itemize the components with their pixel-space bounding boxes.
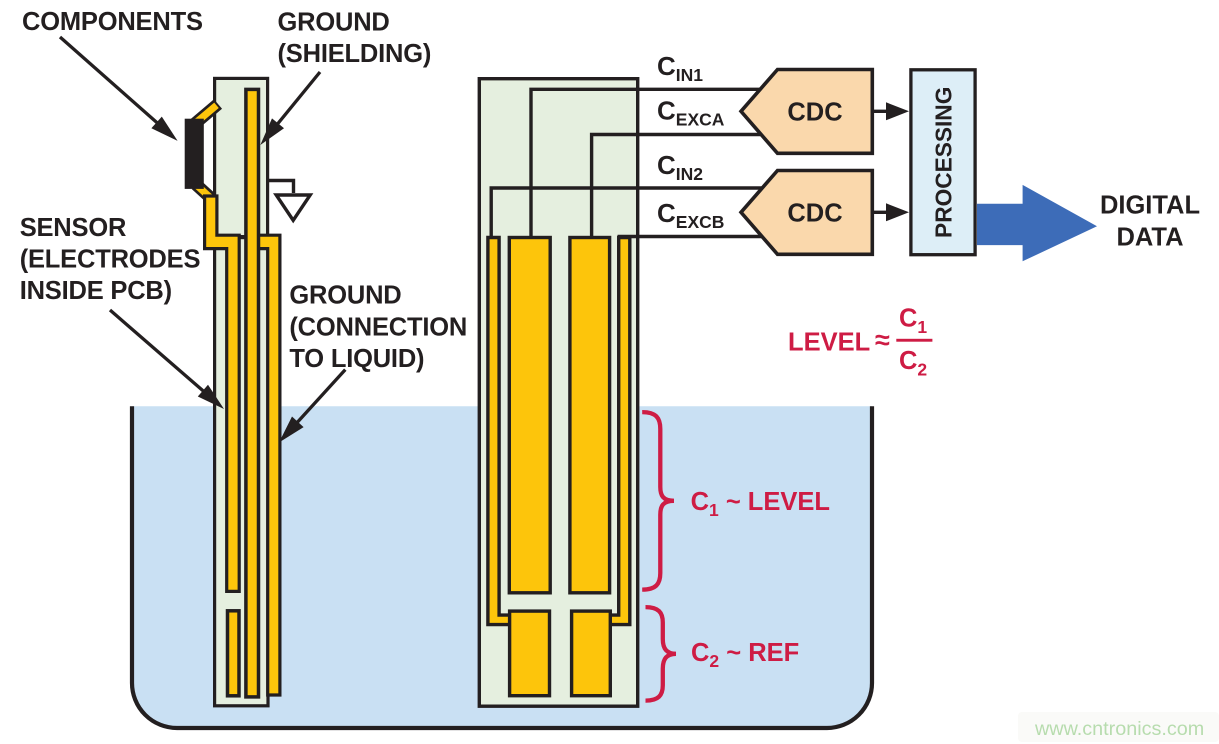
svg-text:INSIDE PCB): INSIDE PCB) [20, 277, 172, 305]
svg-text:DATA: DATA [1116, 224, 1183, 252]
svg-text:LEVEL: LEVEL [788, 328, 870, 356]
svg-text:C2 ~ REF: C2 ~ REF [691, 639, 799, 671]
svg-text:≈: ≈ [875, 325, 890, 355]
svg-text:CDC: CDC [787, 200, 842, 228]
svg-text:TO LIQUID): TO LIQUID) [289, 345, 424, 373]
svg-text:GROUND: GROUND [289, 282, 401, 310]
svg-text:(ELECTRODES: (ELECTRODES [20, 246, 201, 274]
svg-text:(CONNECTION: (CONNECTION [289, 313, 467, 341]
svg-text:GROUND: GROUND [278, 8, 390, 36]
svg-text:www.cntronics.com: www.cntronics.com [1034, 718, 1204, 740]
svg-text:COMPONENTS: COMPONENTS [22, 8, 203, 36]
svg-text:SENSOR: SENSOR [20, 214, 127, 242]
svg-text:DIGITAL: DIGITAL [1100, 192, 1200, 220]
svg-text:(SHIELDING): (SHIELDING) [278, 40, 432, 68]
svg-text:CDC: CDC [787, 99, 842, 127]
svg-text:PROCESSING: PROCESSING [930, 87, 956, 238]
